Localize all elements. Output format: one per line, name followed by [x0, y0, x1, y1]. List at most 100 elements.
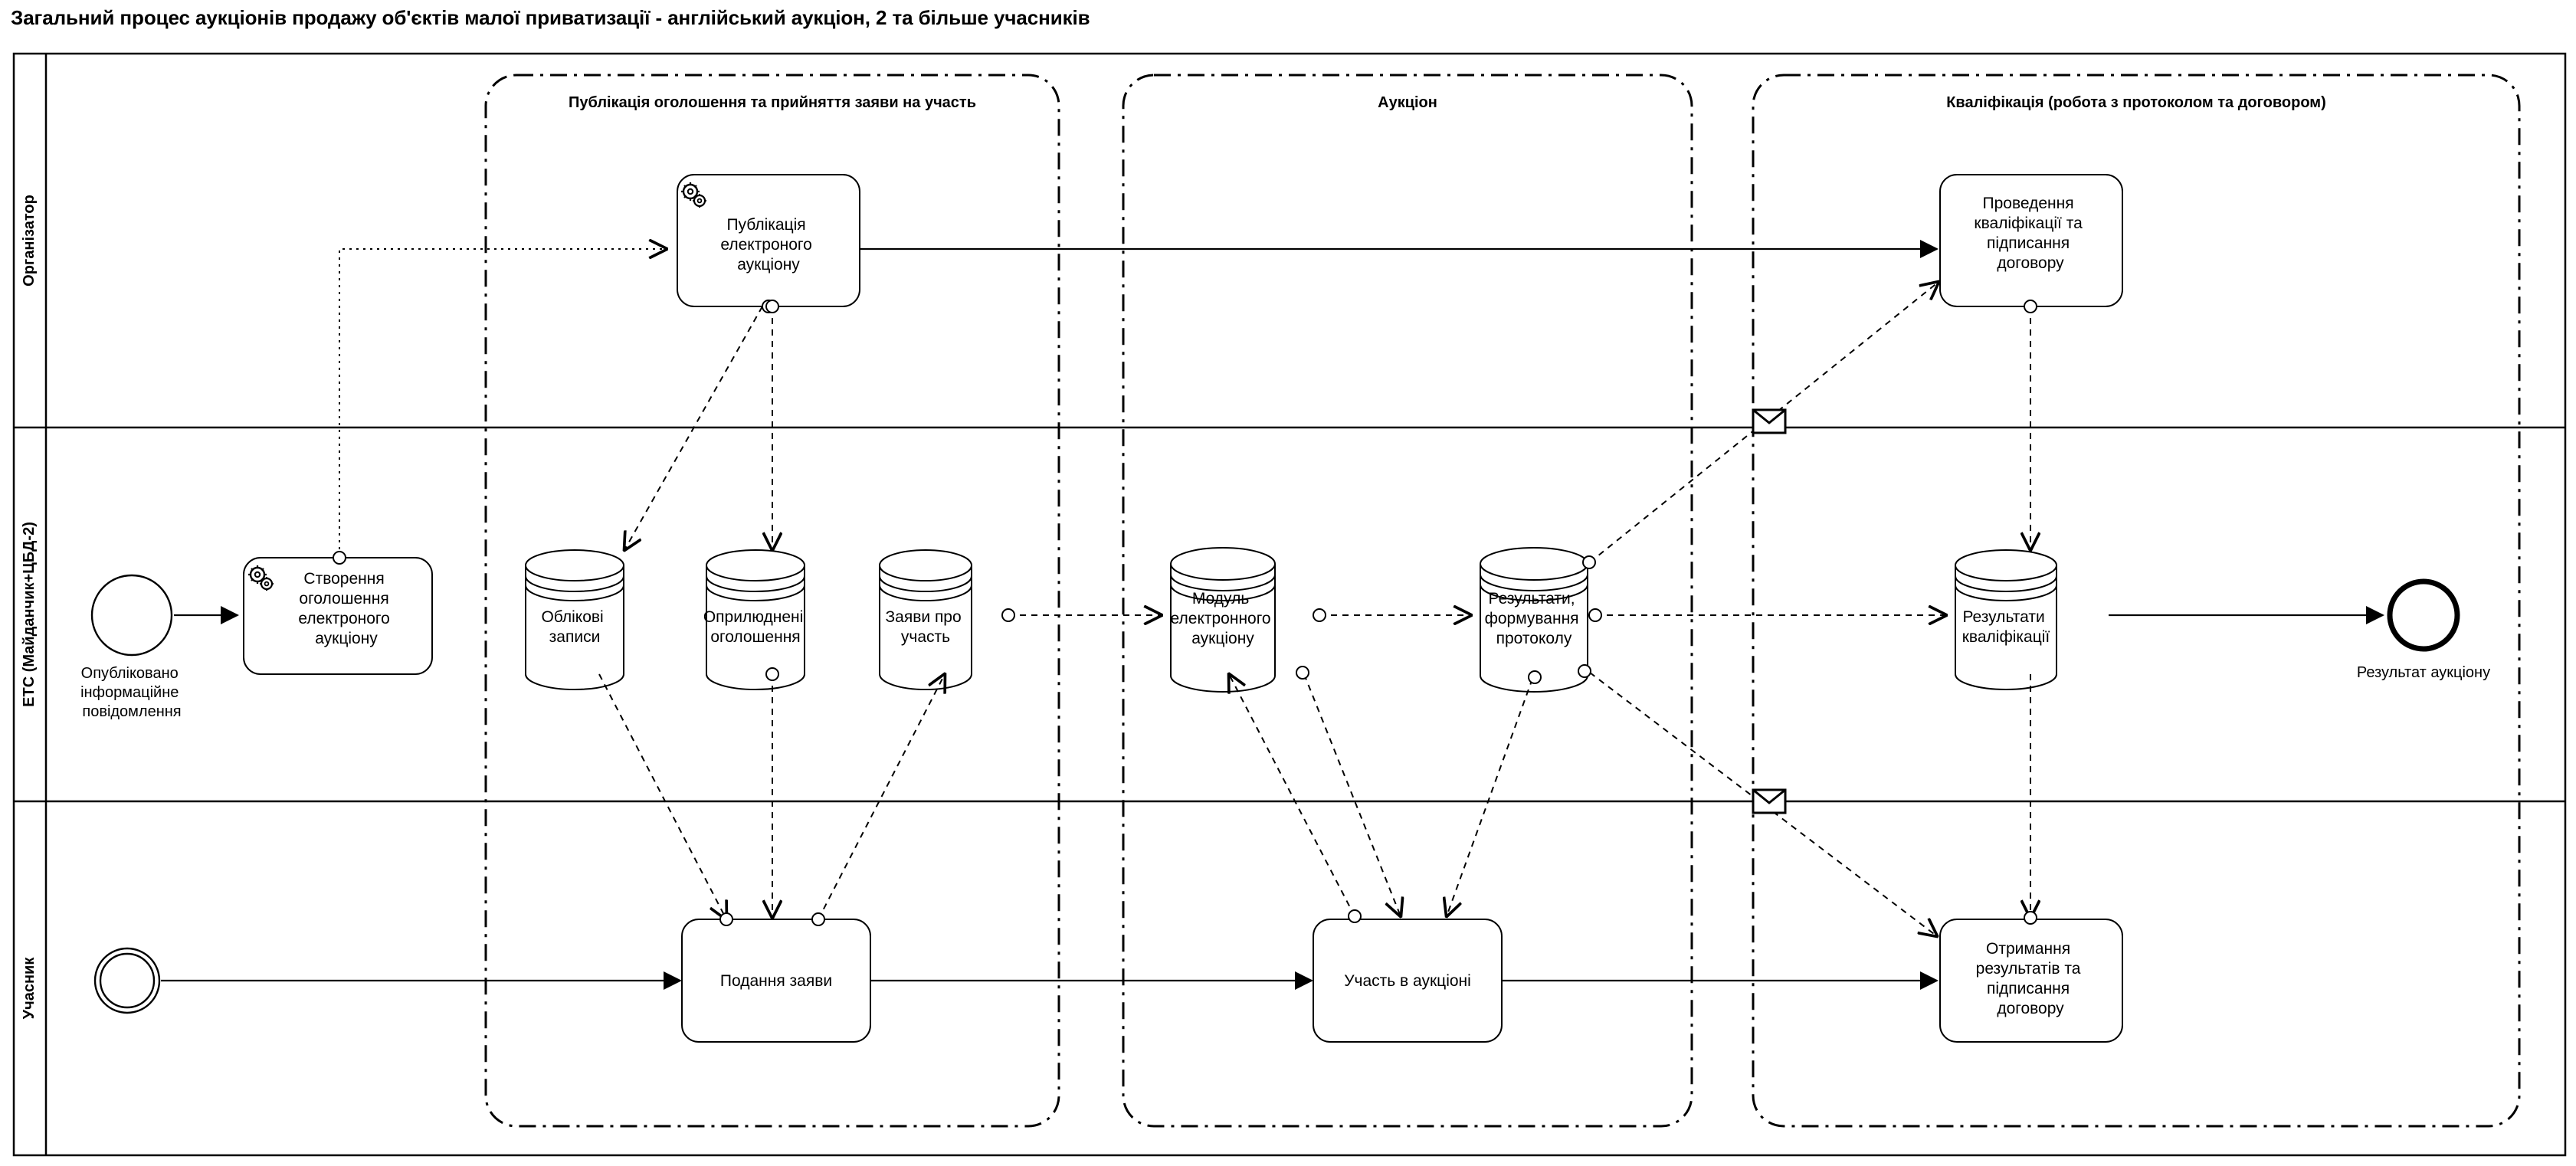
flow-create-to-publication [339, 249, 667, 563]
data-store-label: Модуль електронного аукціону [1171, 590, 1276, 647]
data-store-participation-applications[interactable]: Заяви про участь [879, 549, 1015, 690]
label-line-2: інформаційне [80, 684, 179, 701]
port-top-right [811, 912, 825, 926]
label-line-2: результатів та [1976, 960, 2081, 978]
port-bottom-left [1528, 670, 1542, 684]
lane-header-ets: ЕТС (Майданчик+ЦБД-2) [21, 522, 38, 707]
port-bottom [2024, 300, 2037, 313]
task-publication-of-eauction[interactable]: Публікація електроного аукціону [677, 174, 860, 313]
message-marker-lower [1752, 788, 1787, 814]
label-line-1: Опубліковано [81, 665, 179, 682]
port-top [333, 551, 346, 565]
phase-label-auction: Аукціон [1378, 94, 1437, 111]
lane-header-organizer: Організатор [21, 195, 38, 287]
label-line-4: аукціону [315, 630, 378, 647]
label-line-2: кваліфікації [1962, 628, 2050, 646]
data-store-label: Результати, формування протоколу [1485, 590, 1584, 647]
data-store-eauction-module[interactable]: Модуль електронного аукціону [1170, 547, 1326, 693]
page-title: Загальний процес аукціонів продажу об'єк… [11, 6, 1090, 29]
data-store-results-protocol[interactable]: Результати, формування протоколу [1480, 547, 1602, 693]
port-bottom-right [765, 300, 779, 313]
label-line-1: Публікація [726, 216, 805, 234]
task-label: Участь в аукціоні [1344, 972, 1471, 990]
data-store-qualification-results[interactable]: Результати кваліфікації [1955, 549, 2057, 690]
label-line-2: участь [901, 628, 950, 646]
task-submit-application[interactable]: Подання заяви [681, 912, 871, 1043]
data-associations [598, 282, 2030, 936]
lane-label-organizer: Організатор [21, 195, 38, 287]
assoc-module-to-participate [1303, 673, 1401, 916]
task-label: Створення оголошення електроного аукціон… [298, 570, 394, 647]
assoc-account-records-to-submit [598, 673, 726, 919]
data-store-published-notices[interactable]: Оприлюднені оголошення [703, 549, 808, 690]
phase-group-qualification: Кваліфікація (робота з протоколом та дог… [1752, 74, 2521, 1128]
port-bottom-right [1578, 664, 1591, 678]
label-line-2: записи [549, 628, 601, 646]
phase-label-qualification: Кваліфікація (робота з протоколом та дог… [1946, 94, 2326, 111]
label-line-3: повідомлення [82, 703, 181, 720]
label-line-1: Заяви про [885, 608, 961, 626]
task-label: Отримання результатів та підписання дого… [1976, 940, 2086, 1017]
lane-label-participant: Учасник [21, 957, 38, 1020]
assoc-submit-to-applications [818, 674, 945, 920]
port-right [1313, 608, 1326, 622]
label-line-1: Результати [1962, 608, 2044, 626]
port-right [1001, 608, 1015, 622]
label-line-3: аукціону [1191, 630, 1254, 647]
port-bottom-right [1296, 666, 1309, 680]
pool [12, 52, 2567, 1157]
label-line-2: оголошення [710, 628, 800, 646]
data-store-label: Заяви про участь [885, 608, 965, 646]
phase-label-publication: Публікація оголошення та прийняття заяви… [569, 94, 976, 111]
label-line-2: електроного [720, 236, 811, 254]
label-line-1: Оприлюднені [703, 608, 803, 626]
task-qualification-and-contract[interactable]: Проведення кваліфікації та підписання до… [1939, 174, 2123, 313]
task-label: Подання заяви [720, 972, 832, 990]
data-store-label: Облікові записи [541, 608, 608, 646]
task-participate-in-auction[interactable]: Участь в аукціоні [1313, 909, 1503, 1043]
start-event-label: Опубліковано інформаційне повідомлення [80, 665, 183, 720]
data-store-label: Результати кваліфікації [1962, 608, 2050, 646]
end-event-label: Результат аукціону [2357, 664, 2490, 681]
label-line-2: оголошення [299, 590, 388, 608]
service-gear-icon [681, 182, 706, 208]
assoc-publication-to-account-records [624, 306, 763, 550]
lane-header-participant: Учасник [21, 957, 38, 1020]
data-store-account-records[interactable]: Облікові записи [525, 549, 624, 690]
task-create-eauction-notice[interactable]: Створення оголошення електроного аукціон… [243, 551, 433, 675]
port-right [1588, 608, 1602, 622]
label-line-3: протоколу [1496, 630, 1572, 647]
task-receive-results-and-sign[interactable]: Отримання результатів та підписання дого… [1939, 911, 2123, 1043]
label-line-1: Проведення [1983, 195, 2074, 212]
lane-label-ets: ЕТС (Майданчик+ЦБД-2) [21, 522, 38, 707]
start-event-participant[interactable] [93, 947, 161, 1014]
label-line-4: договору [1997, 1000, 2064, 1017]
phase-group-publication: Публікація оголошення та прийняття заяви… [484, 74, 1060, 1128]
label-line-1: Отримання [1986, 940, 2070, 958]
port-bottom [765, 667, 779, 681]
port-top-left [1348, 909, 1362, 923]
assoc-participate-to-module [1229, 674, 1355, 917]
label-line-3: аукціону [737, 256, 800, 273]
label-line-1: Створення [303, 570, 384, 588]
label-line-2: електронного [1171, 610, 1271, 627]
label-line-3: підписання [1987, 980, 2070, 997]
label-line-2: кваліфікації та [1974, 215, 2083, 232]
label-line-3: підписання [1987, 234, 2070, 252]
label-line-3: електроного [298, 610, 389, 627]
port-top-left [719, 912, 733, 926]
end-event-auction-result[interactable]: Результат аукціону [2357, 578, 2490, 681]
port-top [2024, 911, 2037, 925]
assoc-results-to-participate [1447, 678, 1533, 916]
label-line-1: Модуль [1192, 590, 1249, 608]
label-line-1: Результати, [1489, 590, 1575, 608]
port-top-right [1582, 555, 1596, 569]
message-marker-upper [1752, 408, 1787, 434]
phase-group-auction: Аукціон [1122, 74, 1693, 1128]
service-gear-icon [248, 565, 274, 591]
data-store-label: Оприлюднені оголошення [703, 608, 808, 646]
start-event-info-message[interactable]: Опубліковано інформаційне повідомлення [80, 574, 183, 720]
label-line-2: формування [1485, 610, 1579, 627]
label-line-4: договору [1997, 254, 2064, 272]
